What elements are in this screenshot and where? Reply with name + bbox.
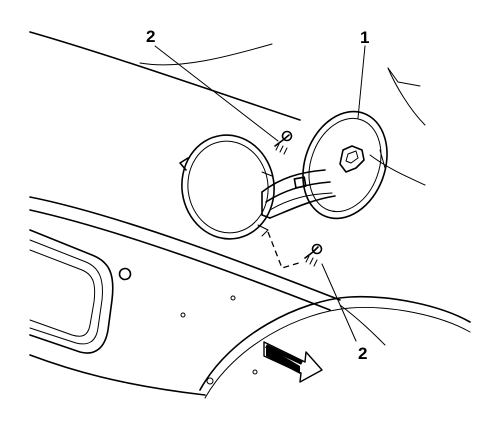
fuel-door xyxy=(302,110,388,220)
upper-screw xyxy=(274,130,293,155)
callout-upper-screw: 2 xyxy=(146,27,155,46)
forward-arrow-icon xyxy=(263,341,323,383)
body-panel xyxy=(29,31,426,311)
callout-fuel-door: 1 xyxy=(360,28,369,47)
wheel-arch xyxy=(29,295,471,399)
filler-housing xyxy=(179,134,275,240)
side-recess xyxy=(29,229,258,385)
leader-lines xyxy=(154,45,366,342)
lower-screw xyxy=(267,231,323,269)
callout-lower-screw: 2 xyxy=(358,344,367,363)
door-hinge xyxy=(261,169,336,219)
